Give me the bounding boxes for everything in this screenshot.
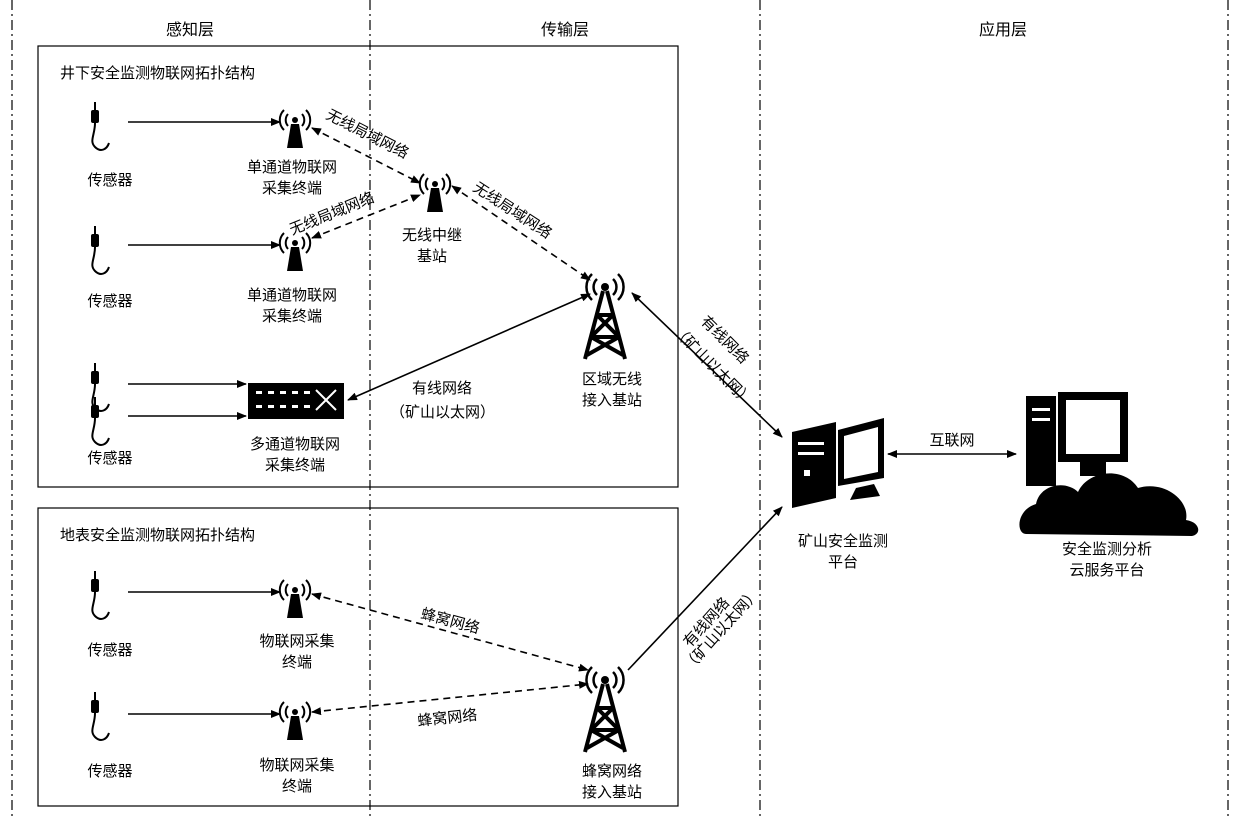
relay-label-line2: 基站 (417, 247, 447, 265)
iot-terminal-antenna-icon (278, 701, 312, 741)
cellular-label: 蜂窝网络 (417, 706, 479, 730)
single-terminal-label-line1: 单通道物联网 (247, 158, 337, 176)
sensor-label: 传感器 (87, 641, 132, 659)
sensor-icon (90, 691, 110, 741)
layer-title-perception: 感知层 (166, 20, 214, 39)
internet-label: 互联网 (929, 431, 974, 449)
layer-title-transmission: 传输层 (541, 20, 589, 39)
single-channel-terminal-antenna-icon (278, 109, 312, 149)
platform-label-line1: 矿山安全监测 (798, 532, 888, 550)
layer-title-application: 应用层 (979, 20, 1027, 39)
regional-wireless-base-station-tower-icon (583, 272, 627, 361)
sensor-icon (90, 362, 110, 412)
link-region-bs-to-platform (631, 292, 783, 438)
wlan-link-relay-to-region-bs (451, 185, 591, 281)
multi-channel-terminal-icon (248, 383, 344, 419)
sensor-icon (90, 570, 110, 620)
multi-terminal-label-line1: 多通道物联网 (250, 435, 340, 453)
sensor-label: 传感器 (87, 762, 132, 780)
wlan-label: 无线局域网络 (323, 106, 411, 163)
surface-terminal-label-line1: 物联网采集 (259, 632, 334, 650)
single-terminal-label-line2: 采集终端 (262, 179, 322, 197)
cellular-link-terminal-to-bs (311, 680, 589, 716)
region-bs-label-line1: 区域无线 (582, 370, 642, 388)
underground-wired-label-line2: （矿山以太网） (390, 403, 495, 421)
underground-region-title: 井下安全监测物联网拓扑结构 (60, 64, 255, 82)
cloud-service-platform-icon (1019, 392, 1199, 536)
relay-base-station-antenna-icon (418, 173, 452, 213)
cell-bs-label-line2: 接入基站 (582, 783, 642, 801)
relay-label-line1: 无线中继 (402, 226, 462, 244)
link-cell-bs-to-platform (627, 506, 783, 671)
cloud-label-line1: 安全监测分析 (1062, 540, 1152, 558)
cloud-label-line2: 云服务平台 (1069, 561, 1144, 579)
single-terminal-label-line1: 单通道物联网 (247, 286, 337, 304)
surface-terminal-label-line2: 终端 (282, 653, 312, 671)
underground-wired-label-line1: 有线网络 (412, 379, 472, 397)
monitoring-platform-computer-icon (792, 418, 884, 508)
wlan-link-terminal-to-relay (311, 194, 421, 239)
cellular-link-terminal-to-bs (311, 592, 589, 672)
cellular-label: 蜂窝网络 (419, 604, 482, 637)
wlan-link-terminal-to-relay (311, 127, 421, 184)
cellular-base-station-tower-icon (583, 665, 627, 754)
underground-region-box (37, 45, 679, 488)
iot-terminal-antenna-icon (278, 579, 312, 619)
single-terminal-label-line2: 采集终端 (262, 307, 322, 325)
sensor-icon (90, 101, 110, 151)
surface-region-box (37, 507, 679, 807)
wlan-label: 无线局域网络 (470, 178, 555, 242)
sensor-label: 传感器 (87, 292, 132, 310)
single-channel-terminal-antenna-icon (278, 232, 312, 272)
region-bs-label-line2: 接入基站 (582, 391, 642, 409)
cell-bs-label-line1: 蜂窝网络 (582, 762, 642, 780)
multi-terminal-label-line2: 采集终端 (265, 456, 325, 474)
sensor-label: 传感器 (87, 449, 132, 467)
platform-label-line2: 平台 (828, 553, 858, 571)
link-multi-terminal-to-region-bs (347, 293, 591, 401)
surface-region-title: 地表安全监测物联网拓扑结构 (60, 526, 255, 544)
surface-terminal-label-line2: 终端 (282, 777, 312, 795)
sensor-label: 传感器 (87, 171, 132, 189)
surface-terminal-label-line1: 物联网采集 (259, 756, 334, 774)
sensor-icon (90, 225, 110, 275)
